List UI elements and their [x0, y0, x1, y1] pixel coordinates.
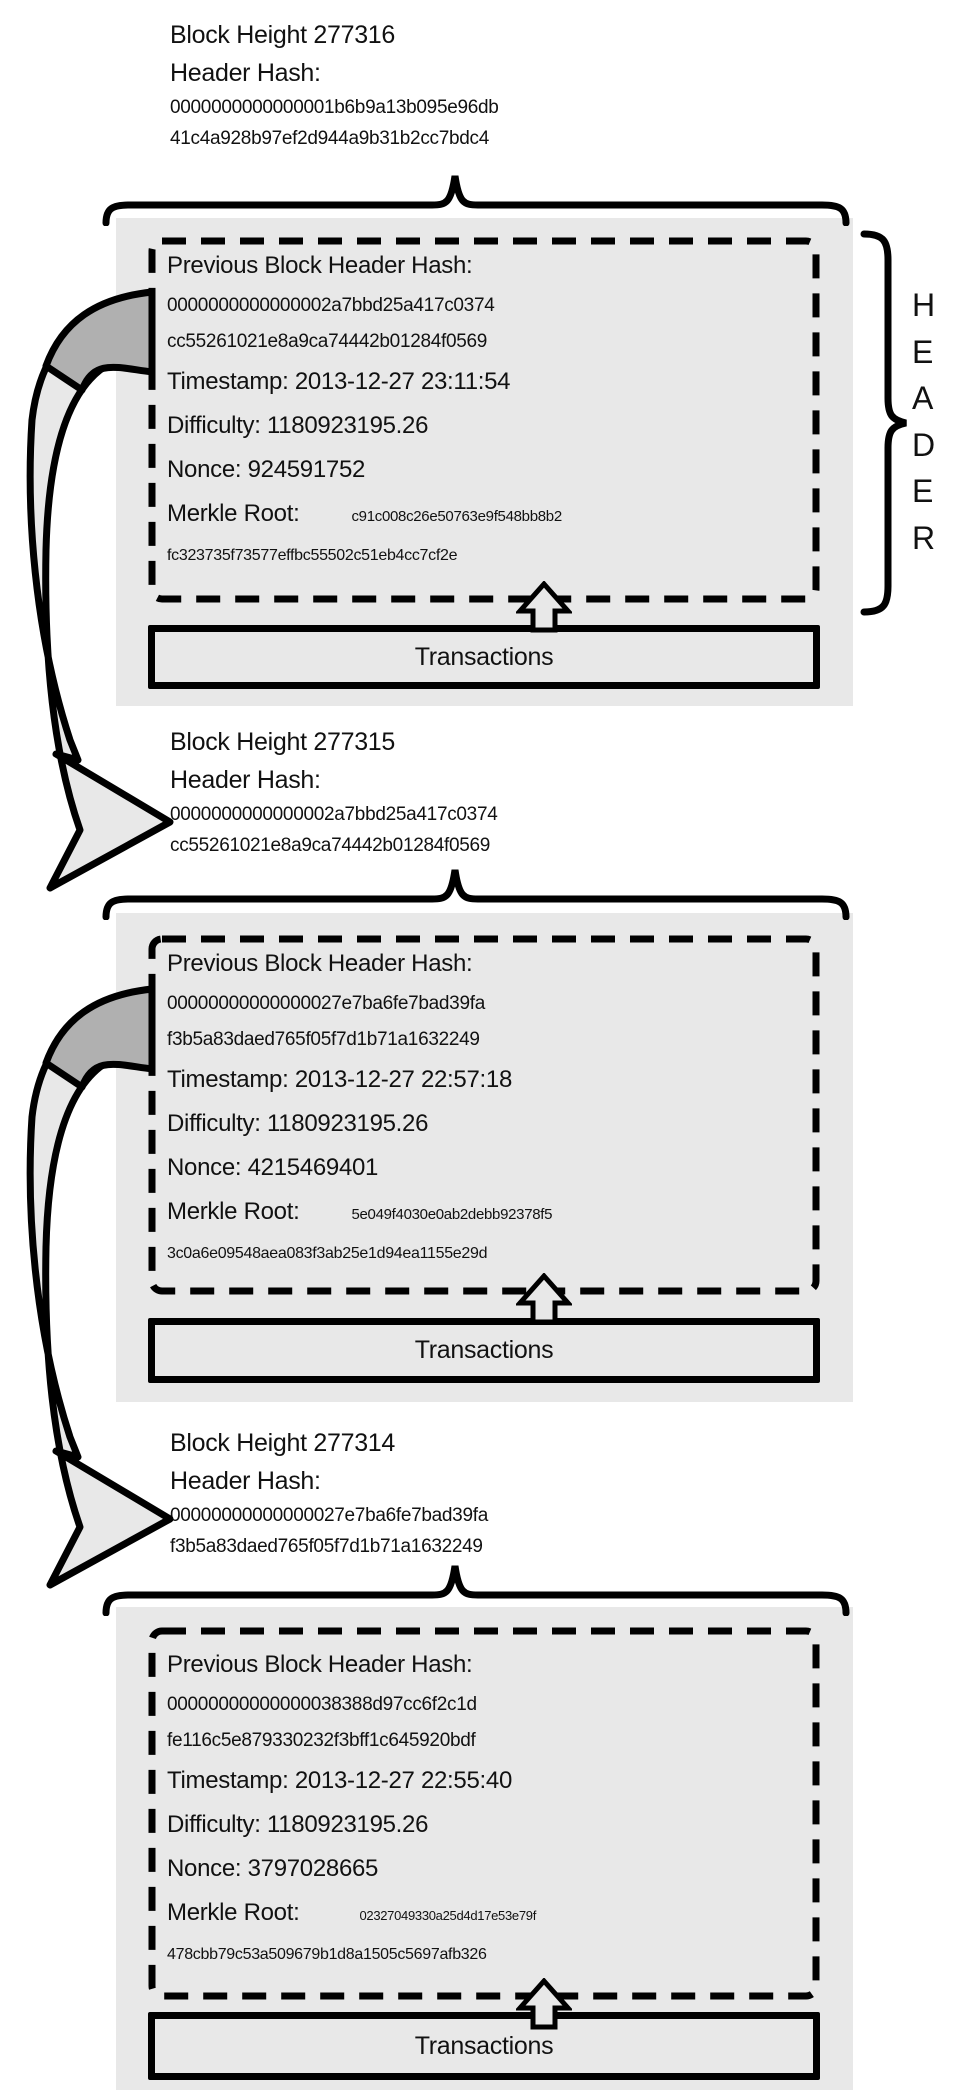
transactions-label: Transactions — [414, 2031, 554, 2060]
block-height-text: Block Height 277315 — [170, 728, 396, 756]
merkle-up-arrow-icon — [516, 581, 572, 633]
block-277315: Previous Block Header Hash: 000000000000… — [116, 913, 853, 1402]
block-277314: Previous Block Header Hash: 000000000000… — [116, 1607, 853, 2090]
timestamp-text: Timestamp: 2013-12-27 22:55:40 — [167, 1767, 512, 1794]
block-height-text: Block Height 277314 — [170, 1429, 396, 1457]
merkle-root-line1: c91c008c26e50763e9f548bb8b2 — [351, 508, 562, 525]
merkle-up-arrow-icon — [516, 1978, 572, 2030]
block-label-277316: Block Height 277316 Header Hash: 0000000… — [170, 16, 590, 154]
merkle-root-label: Merkle Root: — [167, 1899, 300, 1926]
block-label-277314: Block Height 277314 Header Hash: 0000000… — [170, 1424, 590, 1562]
merkle-root-line2: 3c0a6e09548aea083f3ab25e1d94ea1155e29d — [167, 1245, 488, 1262]
difficulty-text: Difficulty: 1180923195.26 — [167, 1811, 429, 1838]
top-brace — [102, 869, 850, 920]
header-hash-label: Header Hash: — [170, 766, 321, 794]
header-letter: A — [912, 380, 934, 416]
merkle-root-line1: 5e049f4030e0ab2debb92378f5 — [351, 1206, 553, 1223]
nonce-text: Nonce: 3797028665 — [167, 1855, 379, 1882]
header-hash-line1: 0000000000000002a7bbd25a417c0374 — [170, 804, 498, 825]
difficulty-text: Difficulty: 1180923195.26 — [167, 412, 429, 439]
merkle-root-line1: 02327049330a25d4d17e53e79f — [359, 1908, 537, 1923]
prev-hash-line2: f3b5a83daed765f05f7d1b71a1632249 — [167, 1029, 480, 1050]
header-hash-line2: f3b5a83daed765f05f7d1b71a1632249 — [170, 1536, 483, 1557]
block-label-277315: Block Height 277315 Header Hash: 0000000… — [170, 723, 590, 861]
merkle-root-line2: 478cbb79c53a509679b1d8a1505c5697afb326 — [167, 1946, 487, 1963]
header-letter: R — [912, 519, 936, 556]
dashed-border — [148, 935, 820, 1295]
block-277316: Previous Block Header Hash: 000000000000… — [116, 218, 853, 706]
prev-hash-label: Previous Block Header Hash: — [167, 1651, 473, 1678]
transactions-box: Transactions — [148, 625, 820, 689]
transactions-box: Transactions — [148, 1318, 820, 1383]
merkle-up-arrow-icon — [516, 1273, 572, 1325]
merkle-root-line2: fc323735f73577effbc55502c51eb4cc7cf2e — [167, 547, 458, 564]
transactions-label: Transactions — [414, 1336, 554, 1364]
difficulty-text: Difficulty: 1180923195.26 — [167, 1110, 429, 1137]
top-brace — [102, 175, 850, 226]
header-hash-label: Header Hash: — [170, 1467, 321, 1495]
merkle-root-label: Merkle Root: — [167, 1198, 300, 1225]
block-header-box: Previous Block Header Hash: 000000000000… — [148, 935, 820, 1295]
timestamp-text: Timestamp: 2013-12-27 23:11:54 — [167, 368, 511, 395]
prev-hash-line1: 0000000000000002a7bbd25a417c0374 — [167, 295, 495, 316]
header-hash-line2: cc55261021e8a9ca74442b01284f0569 — [170, 835, 491, 856]
block-header-box: Previous Block Header Hash: 000000000000… — [148, 1627, 820, 2000]
transactions-box: Transactions — [148, 2012, 820, 2080]
dashed-border — [148, 1627, 820, 2000]
merkle-root-label: Merkle Root: — [167, 500, 300, 527]
header-hash-line1: 00000000000000027e7ba6fe7bad39fa — [170, 1505, 488, 1526]
block-header-box: Previous Block Header Hash: 000000000000… — [148, 237, 820, 603]
timestamp-text: Timestamp: 2013-12-27 22:57:18 — [167, 1066, 512, 1093]
transactions-label: Transactions — [414, 642, 554, 671]
header-letter: D — [912, 426, 936, 463]
nonce-text: Nonce: 924591752 — [167, 456, 366, 483]
nonce-text: Nonce: 4215469401 — [167, 1154, 379, 1181]
header-hash-label: Header Hash: — [170, 59, 321, 87]
header-brace — [860, 230, 907, 616]
header-letter: H — [912, 287, 936, 323]
header-side-label: H E A D E R — [912, 282, 935, 561]
prev-hash-label: Previous Block Header Hash: — [167, 252, 473, 279]
header-letter: E — [912, 333, 934, 370]
header-hash-line1: 0000000000000001b6b9a13b095e96db — [170, 97, 499, 118]
prev-hash-line2: fe116c5e879330232f3bff1c645920bdf — [167, 1730, 476, 1751]
header-letter: E — [912, 473, 934, 509]
prev-hash-line1: 00000000000000038388d97cc6f2c1d — [167, 1694, 477, 1715]
prev-hash-line2: cc55261021e8a9ca74442b01284f0569 — [167, 331, 488, 352]
top-brace — [102, 1565, 850, 1616]
prev-hash-label: Previous Block Header Hash: — [167, 950, 473, 977]
prev-hash-line1: 00000000000000027e7ba6fe7bad39fa — [167, 993, 485, 1014]
header-hash-line2: 41c4a928b97ef2d944a9b31b2cc7bdc4 — [170, 128, 489, 149]
block-height-text: Block Height 277316 — [170, 21, 396, 49]
